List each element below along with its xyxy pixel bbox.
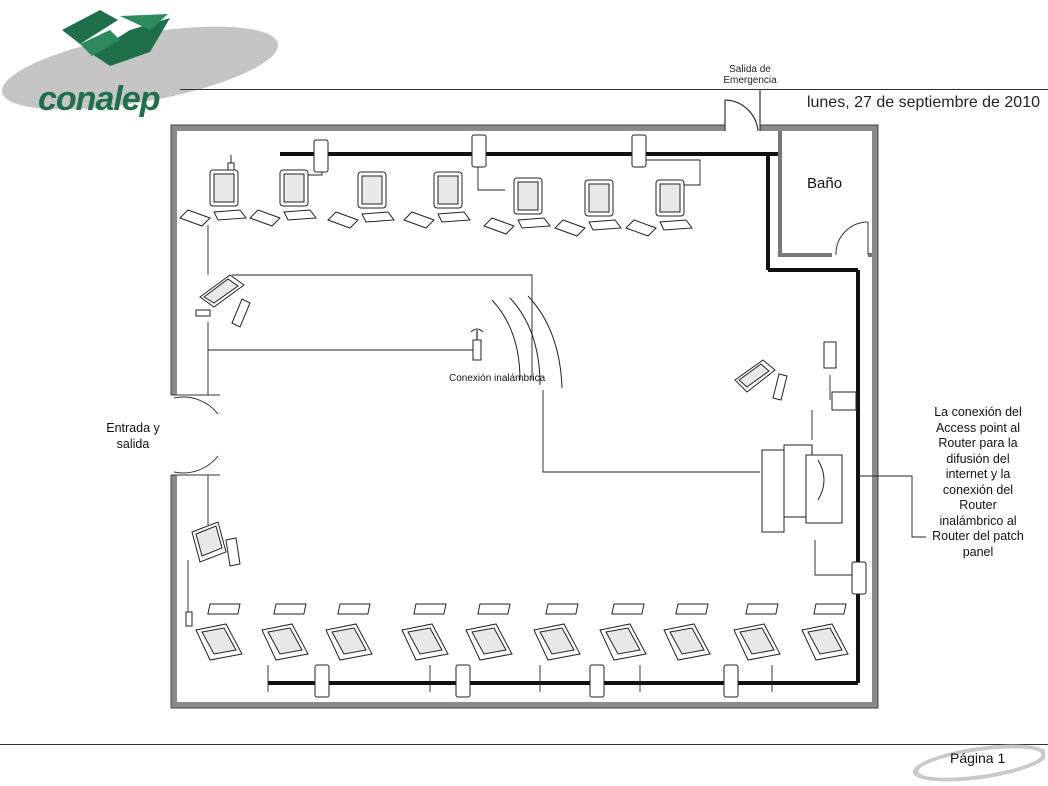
outer-walls	[171, 125, 878, 708]
wireless-label: Conexión inalámbrica	[449, 373, 546, 384]
antenna-icon	[185, 309, 211, 627]
entrance-label: Entrada y salida	[106, 421, 160, 451]
page-date: lunes, 27 de septiembre de 2010	[806, 94, 1040, 111]
bathroom-label: Baño	[807, 175, 843, 192]
switches-top	[313, 134, 647, 173]
footer-rule	[0, 744, 1048, 745]
header-rule	[180, 89, 1048, 90]
footer-swoosh	[912, 744, 1045, 782]
wiring	[187, 159, 926, 692]
emergency-door	[724, 90, 761, 132]
page-number: Página 1	[950, 750, 1006, 766]
network-rack	[734, 341, 857, 533]
emergency-exit-label: Salida de Emergencia	[723, 64, 777, 86]
conalep-logo	[2, 10, 278, 110]
wireless-waves	[491, 295, 563, 389]
workstations-left	[191, 274, 251, 567]
switches-bottom	[314, 561, 867, 698]
antenna-icon	[470, 328, 484, 361]
cable-ducts	[268, 152, 860, 685]
bathroom-walls	[778, 131, 872, 257]
logo-text: conalep	[38, 80, 160, 118]
workstations-bottom	[195, 603, 849, 661]
connection-note: La conexión del Access point al Router p…	[932, 405, 1024, 559]
workstations-top	[179, 169, 693, 237]
entrance-door	[171, 394, 220, 476]
